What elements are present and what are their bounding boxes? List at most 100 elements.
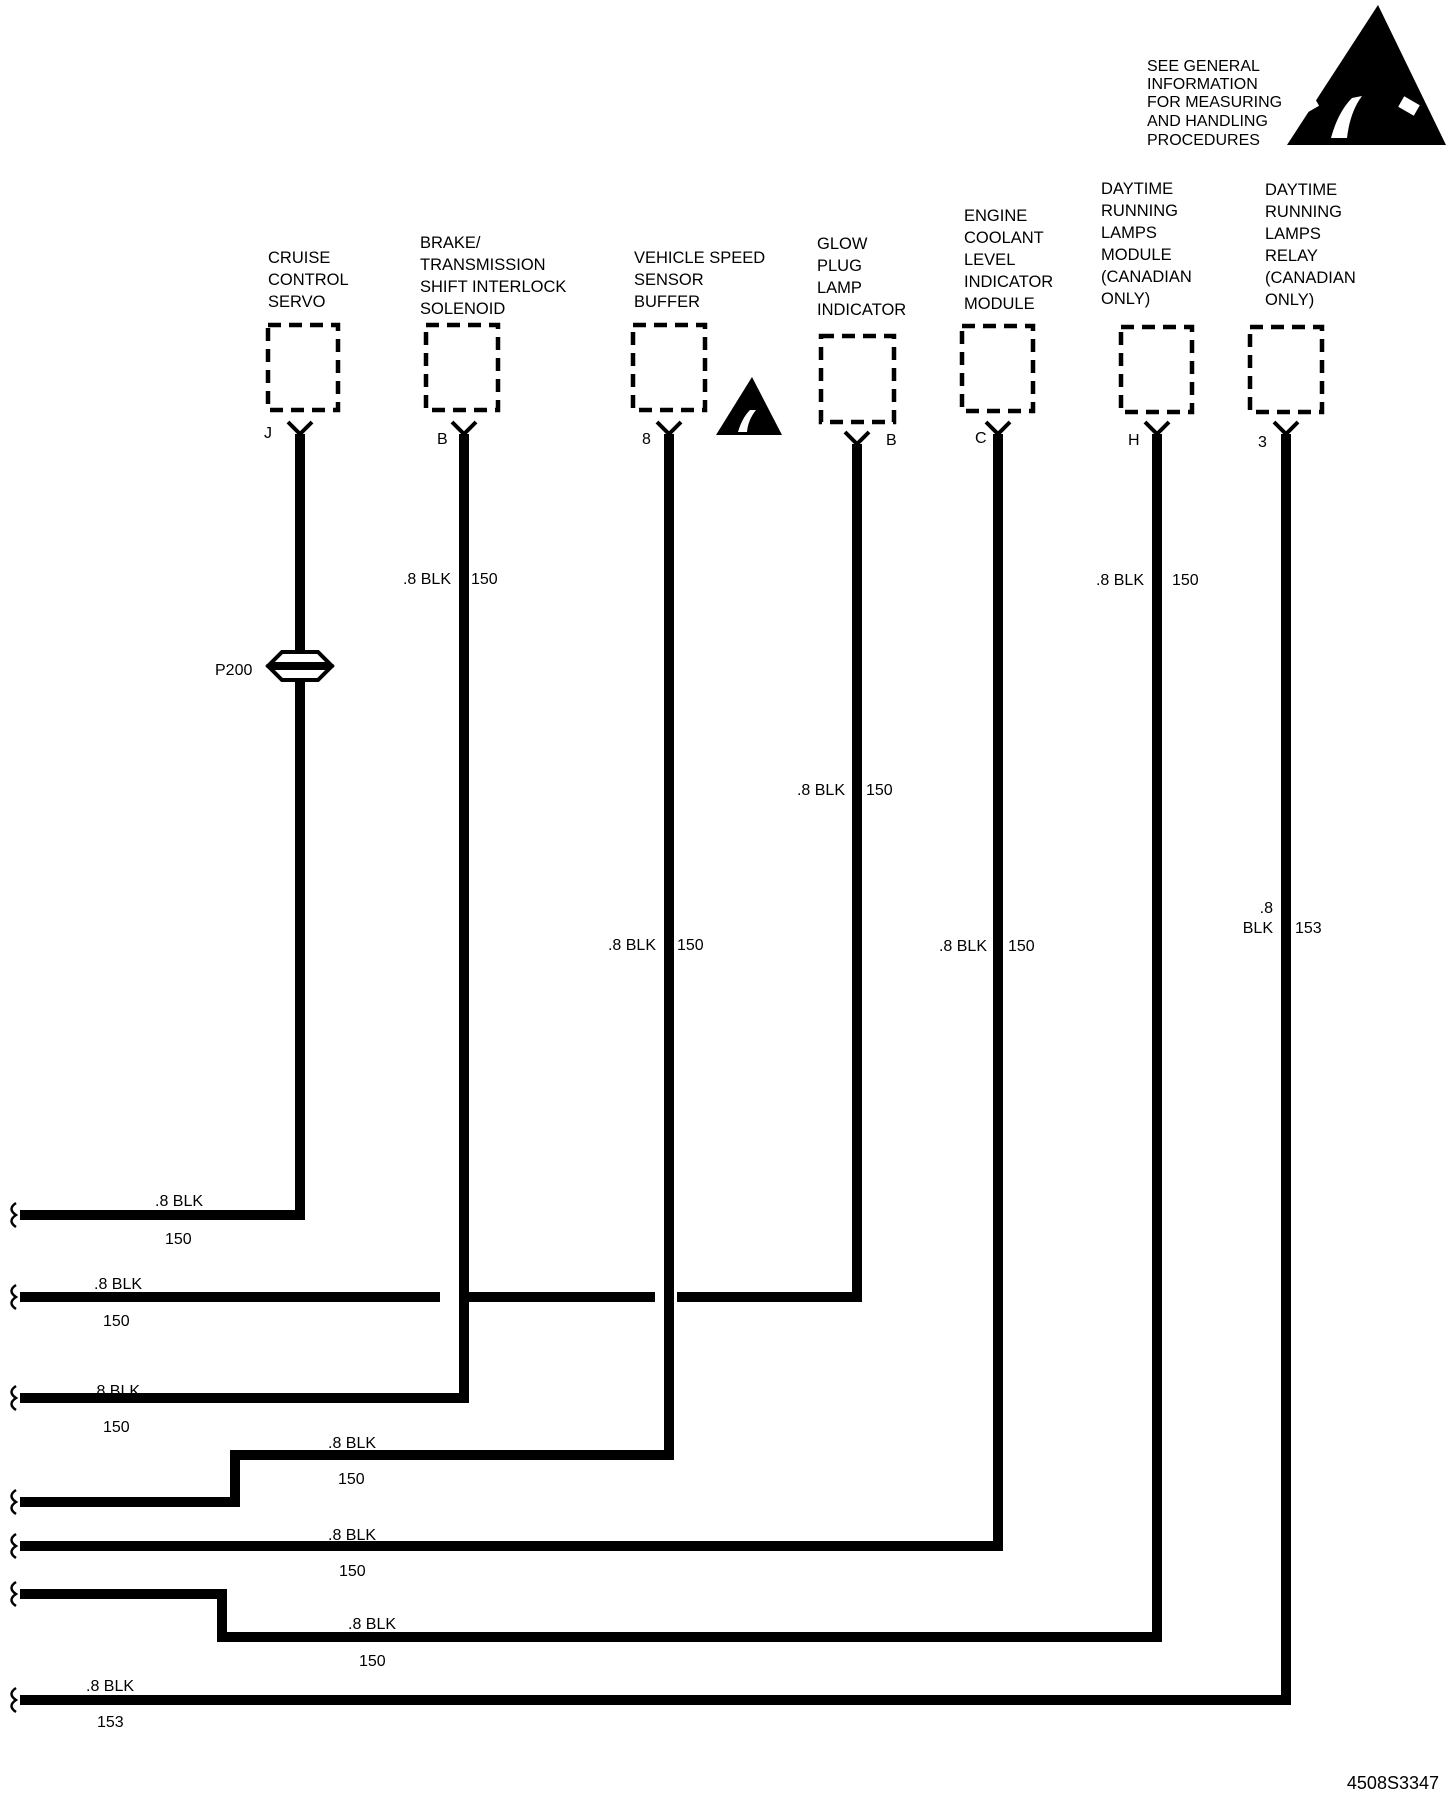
terminal-brake <box>450 420 478 437</box>
terminal-cruise <box>286 420 314 437</box>
wire-label-circuit: 150 <box>471 571 498 588</box>
wire-label-circuit: 150 <box>1172 572 1199 589</box>
wire-label-circuit: 150 <box>165 1231 192 1248</box>
component-box-drl-module <box>1118 324 1195 415</box>
inline-connector-p200: P200 <box>215 650 335 682</box>
wire-label-size: .8 <box>1260 900 1273 917</box>
pin-label-drl-relay: 3 <box>1258 434 1267 451</box>
wire-drl-module <box>20 434 1162 1642</box>
component-label-drl-relay: DAYTIME RUNNING LAMPS RELAY (CANADIAN ON… <box>1265 181 1356 309</box>
wire-end-hook <box>10 1686 19 1714</box>
connector-label: P200 <box>215 662 252 679</box>
label-line: GLOW <box>817 235 868 253</box>
pin-label-drl-module: H <box>1128 432 1140 449</box>
wire-label-circuit: 150 <box>339 1563 366 1580</box>
label-line: (CANADIAN <box>1265 269 1356 287</box>
pin-label-brake: B <box>437 431 448 448</box>
label-line: INDICATOR <box>817 301 906 319</box>
wire-label-circuit: 150 <box>677 937 704 954</box>
pin-label-coolant: C <box>975 430 987 447</box>
wire-label-circuit: 150 <box>1008 938 1035 955</box>
pin-label-vss: 8 <box>642 431 651 448</box>
label-line: LAMPS <box>1101 224 1157 242</box>
label-line: CRUISE <box>268 249 330 267</box>
wire-cruise <box>20 434 305 1220</box>
terminal-glow <box>843 430 871 447</box>
label-line: RUNNING <box>1101 202 1178 220</box>
wire-label-size-color: .8 BLK <box>403 571 451 588</box>
terminal-drl-relay <box>1272 420 1300 437</box>
label-line: (CANADIAN <box>1101 268 1192 286</box>
pin-label-glow: B <box>886 432 897 449</box>
vertical-wire-labels: .8 BLK 150 .8 BLK 150 .8 BLK 150 .8 BLK … <box>403 571 1322 955</box>
label-line: ONLY) <box>1101 290 1150 308</box>
wire-label-circuit: 150 <box>359 1653 386 1670</box>
figure-id: 4508S3347 <box>1347 1773 1439 1793</box>
label-line: SOLENOID <box>420 300 505 318</box>
label-line: LAMP <box>817 279 862 297</box>
label-line: MODULE <box>964 295 1035 313</box>
warning-line-1: SEE GENERAL <box>1147 58 1260 75</box>
wire-end-hook <box>10 1201 19 1229</box>
wire-label-circuit: 150 <box>103 1419 130 1436</box>
label-line: BRAKE/ <box>420 234 481 252</box>
label-line: SHIFT INTERLOCK <box>420 278 566 296</box>
label-line: PLUG <box>817 257 862 275</box>
warning-line-2: INFORMATION <box>1147 76 1258 93</box>
component-label-brake: BRAKE/ TRANSMISSION SHIFT INTERLOCK SOLE… <box>420 234 566 318</box>
component-label-coolant: ENGINE COOLANT LEVEL INDICATOR MODULE <box>964 207 1053 313</box>
component-box-vss <box>630 322 708 413</box>
label-line: DAYTIME <box>1265 181 1337 199</box>
wire-label-size-color: .8 BLK <box>1096 572 1144 589</box>
wire-vss <box>20 434 674 1507</box>
wire-label-size-color: .8 BLK <box>92 1383 140 1400</box>
wire-end-hook <box>10 1532 19 1560</box>
component-label-glow: GLOW PLUG LAMP INDICATOR <box>817 235 906 319</box>
terminal-coolant <box>984 420 1012 437</box>
wire-label-circuit: 150 <box>338 1471 365 1488</box>
label-line: SENSOR <box>634 271 704 289</box>
label-line: BUFFER <box>634 293 700 311</box>
wire-label-size-color: .8 BLK <box>608 937 656 954</box>
component-box-drl-relay <box>1247 324 1325 415</box>
wire-end-hooks <box>10 1201 19 1714</box>
esd-warning-icon <box>1287 5 1446 145</box>
component-box-cruise <box>265 322 341 413</box>
wire-glow <box>20 444 862 1302</box>
label-line: ENGINE <box>964 207 1027 225</box>
wire-label-circuit: 153 <box>1295 920 1322 937</box>
warning-line-5: PROCEDURES <box>1147 132 1260 149</box>
wires <box>20 434 1291 1705</box>
wire-brake <box>20 434 469 1403</box>
label-line: SERVO <box>268 293 326 311</box>
wire-label-size-color: .8 BLK <box>328 1527 376 1544</box>
label-line: CONTROL <box>268 271 349 289</box>
label-line: RELAY <box>1265 247 1318 265</box>
component-box-coolant <box>959 323 1036 414</box>
component-label-drl-module: DAYTIME RUNNING LAMPS MODULE (CANADIAN O… <box>1101 180 1192 308</box>
label-line: ONLY) <box>1265 291 1314 309</box>
label-line: LAMPS <box>1265 225 1321 243</box>
label-line: VEHICLE SPEED <box>634 249 765 267</box>
esd-symbol-icon <box>716 377 782 435</box>
wire-label-size-color: .8 BLK <box>348 1616 396 1633</box>
label-line: DAYTIME <box>1101 180 1173 198</box>
component-label-cruise: CRUISE CONTROL SERVO <box>268 249 349 311</box>
wire-label-circuit: 150 <box>103 1313 130 1330</box>
wire-end-hook <box>10 1580 19 1608</box>
wire-label-circuit: 153 <box>97 1714 124 1731</box>
component-box-glow <box>818 333 897 425</box>
warning-line-3: FOR MEASURING <box>1147 94 1282 111</box>
wire-label-size-color: .8 BLK <box>328 1435 376 1452</box>
wire-label-size-color: .8 BLK <box>94 1276 142 1293</box>
wire-coolant <box>20 434 1003 1551</box>
wire-drl-relay <box>20 434 1291 1705</box>
wire-label-size-color: .8 BLK <box>939 938 987 955</box>
terminal-vss <box>655 420 683 437</box>
ground-wire-labels: .8 BLK 150 .8 BLK 150 .8 BLK 150 .8 BLK … <box>86 1193 396 1731</box>
esd-warning-note: SEE GENERAL INFORMATION FOR MEASURING AN… <box>1147 5 1446 149</box>
label-line: INDICATOR <box>964 273 1053 291</box>
wire-label-color: BLK <box>1243 920 1274 937</box>
label-line: COOLANT <box>964 229 1044 247</box>
